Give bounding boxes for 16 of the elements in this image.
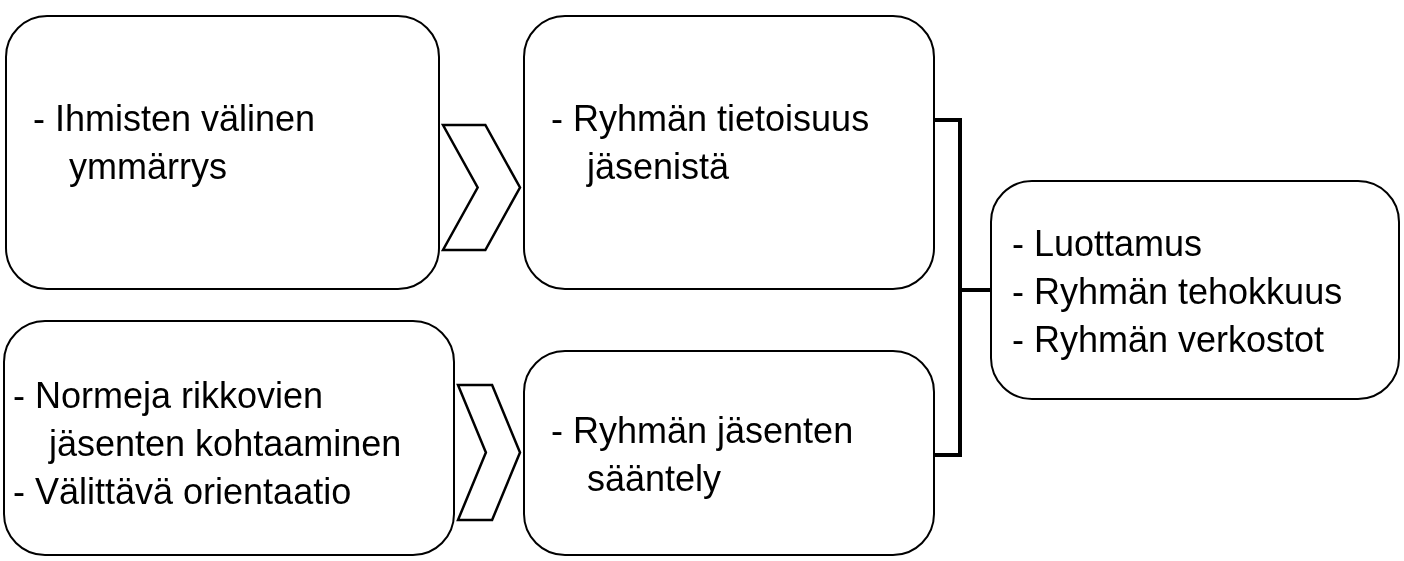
rounded-box — [523, 15, 935, 290]
list-item: - Ryhmän tehokkuus — [1012, 270, 1344, 314]
list-item: - Ryhmän tietoisuus jäsenistä — [551, 97, 871, 189]
list-item: - Normeja rikkovien jäsenten kohtaaminen — [13, 374, 403, 466]
rounded-box — [990, 180, 1400, 400]
rounded-box — [523, 350, 935, 556]
list-item: - Luottamus — [1012, 222, 1204, 266]
bracket-connector — [935, 288, 990, 457]
chevron-arrow — [440, 123, 522, 252]
chevron-arrow — [456, 383, 522, 522]
list-item: - Välittävä orientaatio — [13, 470, 353, 514]
list-item: - Ryhmän jäsenten sääntely — [551, 409, 855, 501]
list-item: - Ryhmän verkostot — [1012, 318, 1326, 362]
rounded-box — [5, 15, 440, 290]
rounded-box — [3, 320, 455, 556]
list-item: - Ihmisten välinen ymmärrys — [33, 97, 317, 189]
